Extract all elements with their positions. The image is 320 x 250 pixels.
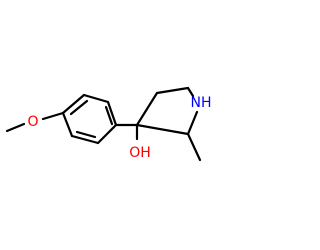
molecule-diagram: O NH OH	[5, 86, 212, 162]
ring-nitrogen-label: NH	[191, 95, 212, 111]
methoxy-aryl-bond	[41, 111, 65, 121]
pyrrolidine-ring	[135, 86, 199, 136]
c2-methyl-bond	[186, 132, 202, 162]
benzene-ring	[61, 93, 118, 145]
methoxy-oxygen-label: O	[27, 114, 38, 130]
methoxy-methyl-bond	[5, 122, 26, 133]
hydroxyl-label: OH	[129, 145, 151, 161]
